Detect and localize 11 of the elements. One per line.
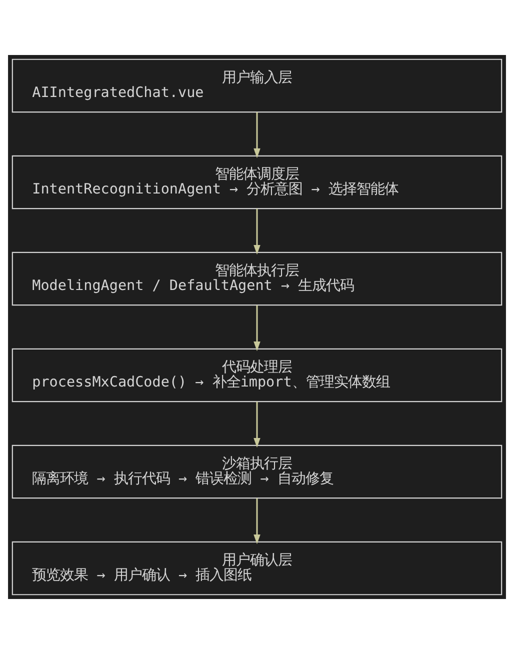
node-box: 用户确认层 预览效果 → 用户确认 → 插入图纸 xyxy=(12,541,502,596)
arrow xyxy=(254,498,260,544)
arrow xyxy=(254,402,260,448)
node-box: 智能体调度层 IntentRecognitionAgent → 分析意图 → 选择智能体 xyxy=(12,155,502,210)
node-box: 沙箱执行层 隔离环境 → 执行代码 → 错误检测 → 自动修复 xyxy=(12,444,502,499)
arrow xyxy=(254,305,260,352)
node-box: 智能体执行层 ModelingAgent / DefaultAgent → 生成代码 xyxy=(12,252,502,306)
node-box: 代码处理层 processMxCadCode() → 补全import、管理实体数组 xyxy=(12,348,502,402)
node-box: 用户输入层 AIIntegratedChat.vue xyxy=(12,58,502,113)
arrow xyxy=(254,208,260,255)
arrow xyxy=(254,112,260,158)
